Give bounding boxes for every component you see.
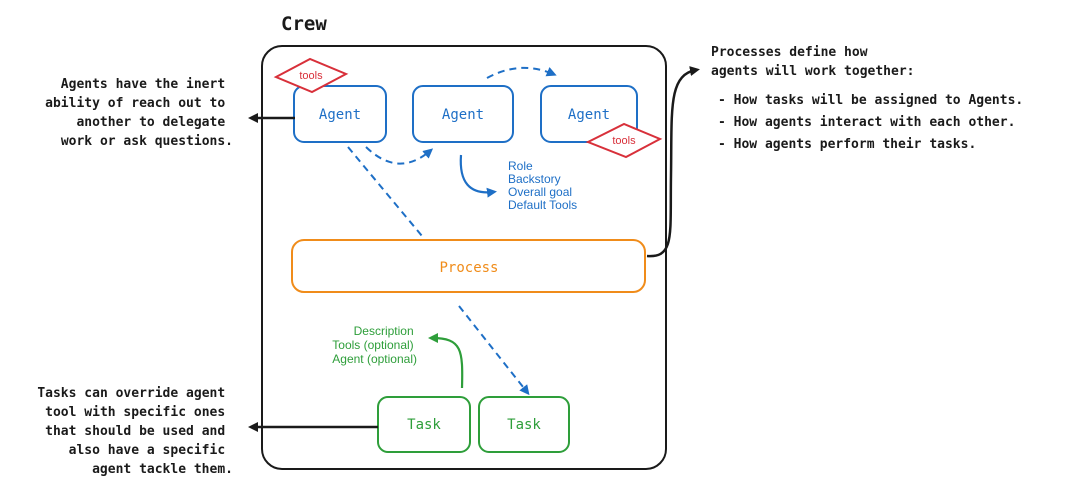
process-box[interactable]: Process — [291, 239, 646, 293]
agent-box-2[interactable]: Agent — [412, 85, 514, 143]
process-label: Process — [439, 260, 498, 276]
note-processes-bullet-2: - How agents interact with each other. — [718, 115, 1015, 130]
task-label-1: Task — [407, 417, 441, 433]
note-tasks-override: Tasks can override agent tool with speci… — [37, 386, 233, 477]
arrow-process-to-task — [458, 305, 530, 396]
task-attribute-agent: Agent (optional) — [332, 352, 417, 366]
task-label-2: Task — [507, 417, 541, 433]
task-attribute-description: Description — [354, 324, 414, 338]
crew-container — [261, 45, 667, 470]
arrow-agent-attributes — [459, 154, 497, 198]
crew-title: Crew — [281, 13, 327, 35]
tools-tag-2: tools — [585, 122, 663, 159]
tools-tag-label-2: tools — [612, 135, 636, 147]
agent-attributes: Role Backstory Overall goal Default Tool… — [508, 159, 577, 212]
agent-attribute-tools: Default Tools — [508, 198, 577, 212]
note-agents-line-3: another to delegate — [76, 115, 225, 130]
task-attributes: Description Tools (optional) Agent (opti… — [332, 324, 417, 366]
arrow-agent1-to-agent2 — [365, 146, 434, 165]
agent-label-2: Agent — [442, 107, 484, 123]
agent-label-1: Agent — [319, 107, 361, 123]
note-processes-line-2: agents will work together: — [711, 64, 915, 79]
note-tasks-line-3: that should be used and — [45, 424, 225, 439]
note-processes-heading: Processes define how agents will work to… — [711, 45, 915, 79]
tools-tag-1: tools — [273, 57, 349, 94]
task-box-1[interactable]: Task — [377, 396, 471, 453]
agent-attribute-backstory: Backstory — [508, 172, 561, 186]
note-tasks-line-4: also have a specific — [69, 443, 226, 458]
note-agents-line-1: Agents have the inert — [61, 77, 225, 92]
note-tasks-line-1: Tasks can override agent — [37, 386, 225, 401]
note-tasks-line-5: agent tackle them. — [92, 462, 233, 477]
task-box-2[interactable]: Task — [478, 396, 570, 453]
note-processes-bullets: - How tasks will be assigned to Agents. … — [718, 93, 1031, 152]
note-agents-delegation: Agents have the inert ability of reach o… — [45, 77, 233, 149]
tools-tag-label-1: tools — [299, 70, 323, 82]
note-processes-bullet-3: - How agents perform their tasks. — [718, 137, 976, 152]
note-agents-line-4: work or ask questions. — [61, 134, 233, 149]
note-tasks-line-2: tool with specific ones — [45, 405, 225, 420]
link-agent-process — [347, 146, 423, 237]
arrow-process-to-note — [646, 66, 700, 258]
note-processes-bullet-1: - How tasks will be assigned to Agents. — [718, 93, 1023, 108]
task-attribute-tools: Tools (optional) — [332, 338, 413, 352]
arrow-task-attributes — [428, 333, 464, 389]
agent-box-1[interactable]: Agent — [293, 85, 387, 143]
note-processes-line-1: Processes define how — [711, 45, 868, 60]
note-agents-line-2: ability of reach out to — [45, 96, 225, 111]
agent-label-3: Agent — [568, 107, 610, 123]
arrow-agent2-to-agent3 — [486, 66, 557, 79]
agent-attribute-goal: Overall goal — [508, 185, 572, 199]
agent-attribute-role: Role — [508, 159, 533, 173]
